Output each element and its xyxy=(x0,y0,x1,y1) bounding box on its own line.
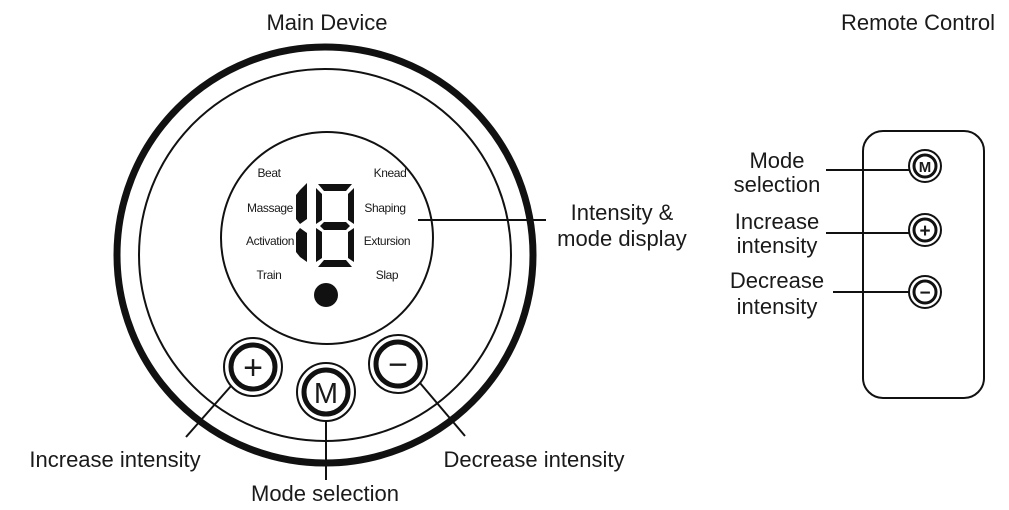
display-panel xyxy=(220,131,434,345)
mode-m-icon: M xyxy=(314,378,338,410)
remote-callout-increase-line2: intensity xyxy=(737,233,818,258)
mode-label-beat: Beat xyxy=(257,166,281,180)
remote-control-title: Remote Control xyxy=(841,10,995,35)
callout-display-line1: Intensity & xyxy=(571,200,674,225)
display-mode-labels-left: Beat Massage Activation Train xyxy=(246,166,294,282)
mode-label-slap: Slap xyxy=(376,268,399,282)
plus-icon: + xyxy=(243,349,263,387)
main-increase-button[interactable]: + xyxy=(223,337,283,397)
callout-line-increase xyxy=(185,385,232,438)
mode-label-massage: Massage xyxy=(247,201,294,215)
mode-label-extursion: Extursion xyxy=(364,234,410,248)
remote-increase-button[interactable]: + xyxy=(908,213,942,247)
callout-line-decrease xyxy=(419,382,466,437)
mode-label-train: Train xyxy=(257,268,282,282)
mode-label-activation: Activation xyxy=(246,234,294,248)
remote-decrease-button[interactable]: − xyxy=(908,275,942,309)
remote-mode-button[interactable]: M xyxy=(908,149,942,183)
minus-icon: − xyxy=(919,283,930,304)
main-mode-button[interactable]: M xyxy=(296,362,356,422)
segment-digit-one xyxy=(296,183,307,262)
remote-callout-mode-line2: selection xyxy=(734,172,821,197)
mode-label-shaping: Shaping xyxy=(364,201,405,215)
main-device-title: Main Device xyxy=(266,10,387,35)
mode-m-icon: M xyxy=(919,159,932,176)
indicator-dot xyxy=(314,283,338,307)
segment-digit-eight xyxy=(316,184,354,267)
mode-label-knead: Knead xyxy=(374,166,407,180)
remote-body xyxy=(862,130,985,399)
callout-mode-label: Mode selection xyxy=(251,481,399,506)
main-decrease-button[interactable]: − xyxy=(368,334,428,394)
remote-callout-mode-line1: Mode xyxy=(749,148,804,173)
plus-icon: + xyxy=(919,221,930,242)
remote-callout-decrease-line2: intensity xyxy=(737,294,818,319)
display-mode-labels-right: Knead Shaping Extursion Slap xyxy=(364,166,411,282)
remote-callout-increase-line1: Increase xyxy=(735,209,819,234)
remote-callout-decrease-line1: Decrease xyxy=(730,268,824,293)
callout-decrease-label: Decrease intensity xyxy=(444,447,625,472)
callout-display-line2: mode display xyxy=(557,226,687,251)
minus-icon: − xyxy=(388,346,408,384)
callout-increase-label: Increase intensity xyxy=(29,447,200,472)
